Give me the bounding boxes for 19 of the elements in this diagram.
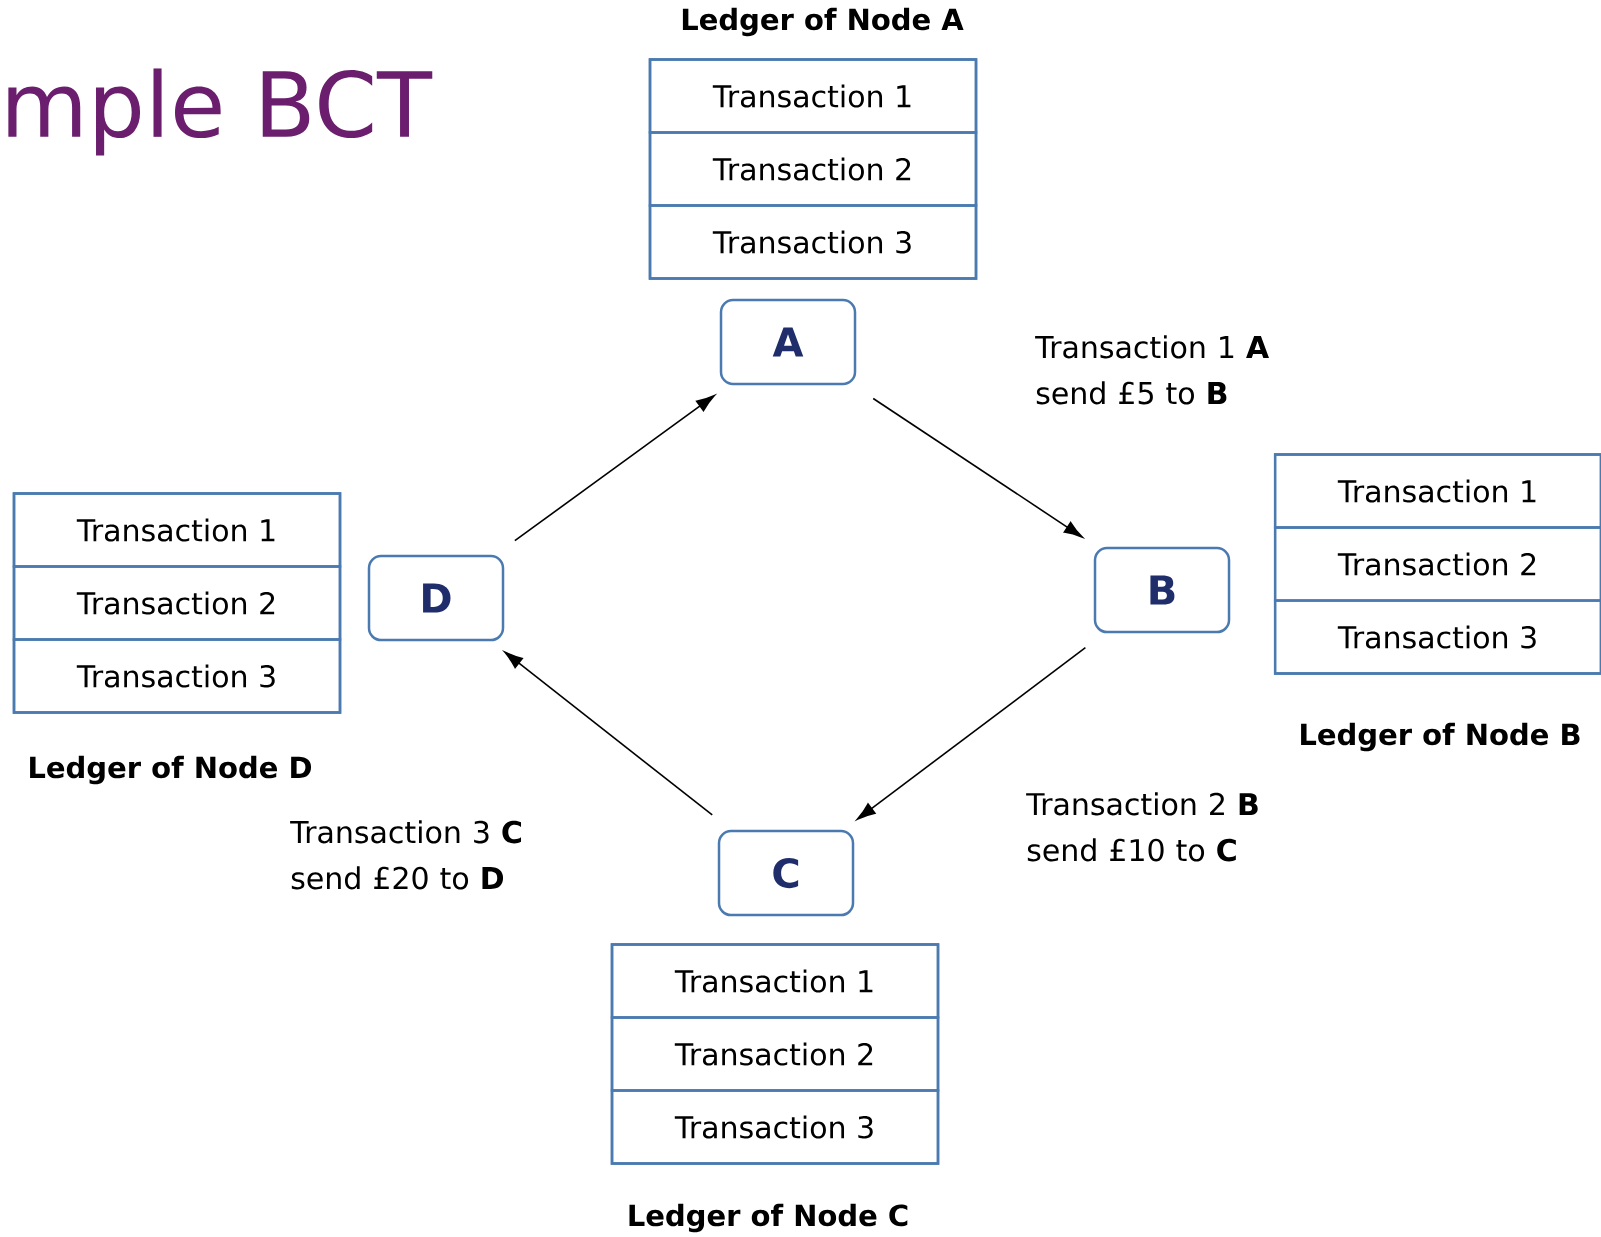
arrow: [872, 397, 1083, 538]
edge-label: Transaction 3 C send £20 to D: [290, 820, 521, 890]
node-box: D: [367, 554, 505, 642]
edge-label: Transaction 2 B send £10 to C: [1026, 792, 1258, 862]
transaction-row: Transaction 1: [1273, 453, 1601, 529]
node-box: C: [717, 829, 855, 917]
node-box: B: [1093, 546, 1231, 634]
ledger-heading: Ledger of Node B: [1301, 722, 1580, 752]
arrow: [504, 651, 714, 816]
arrow: [514, 394, 715, 542]
transaction-row: Transaction 2: [1273, 526, 1601, 602]
transaction-row: Transaction 3: [1273, 599, 1601, 675]
ledger-heading: Ledger of Node C: [629, 1203, 908, 1233]
arrow: [856, 646, 1087, 820]
edge-label: Transaction 1 A send £5 to B: [1035, 335, 1269, 405]
title: mple BCT: [8, 68, 433, 156]
node-box: A: [719, 298, 857, 386]
ledger-heading: Ledger of Node D: [30, 755, 312, 785]
ledger-heading: Ledger of Node A: [682, 7, 964, 37]
